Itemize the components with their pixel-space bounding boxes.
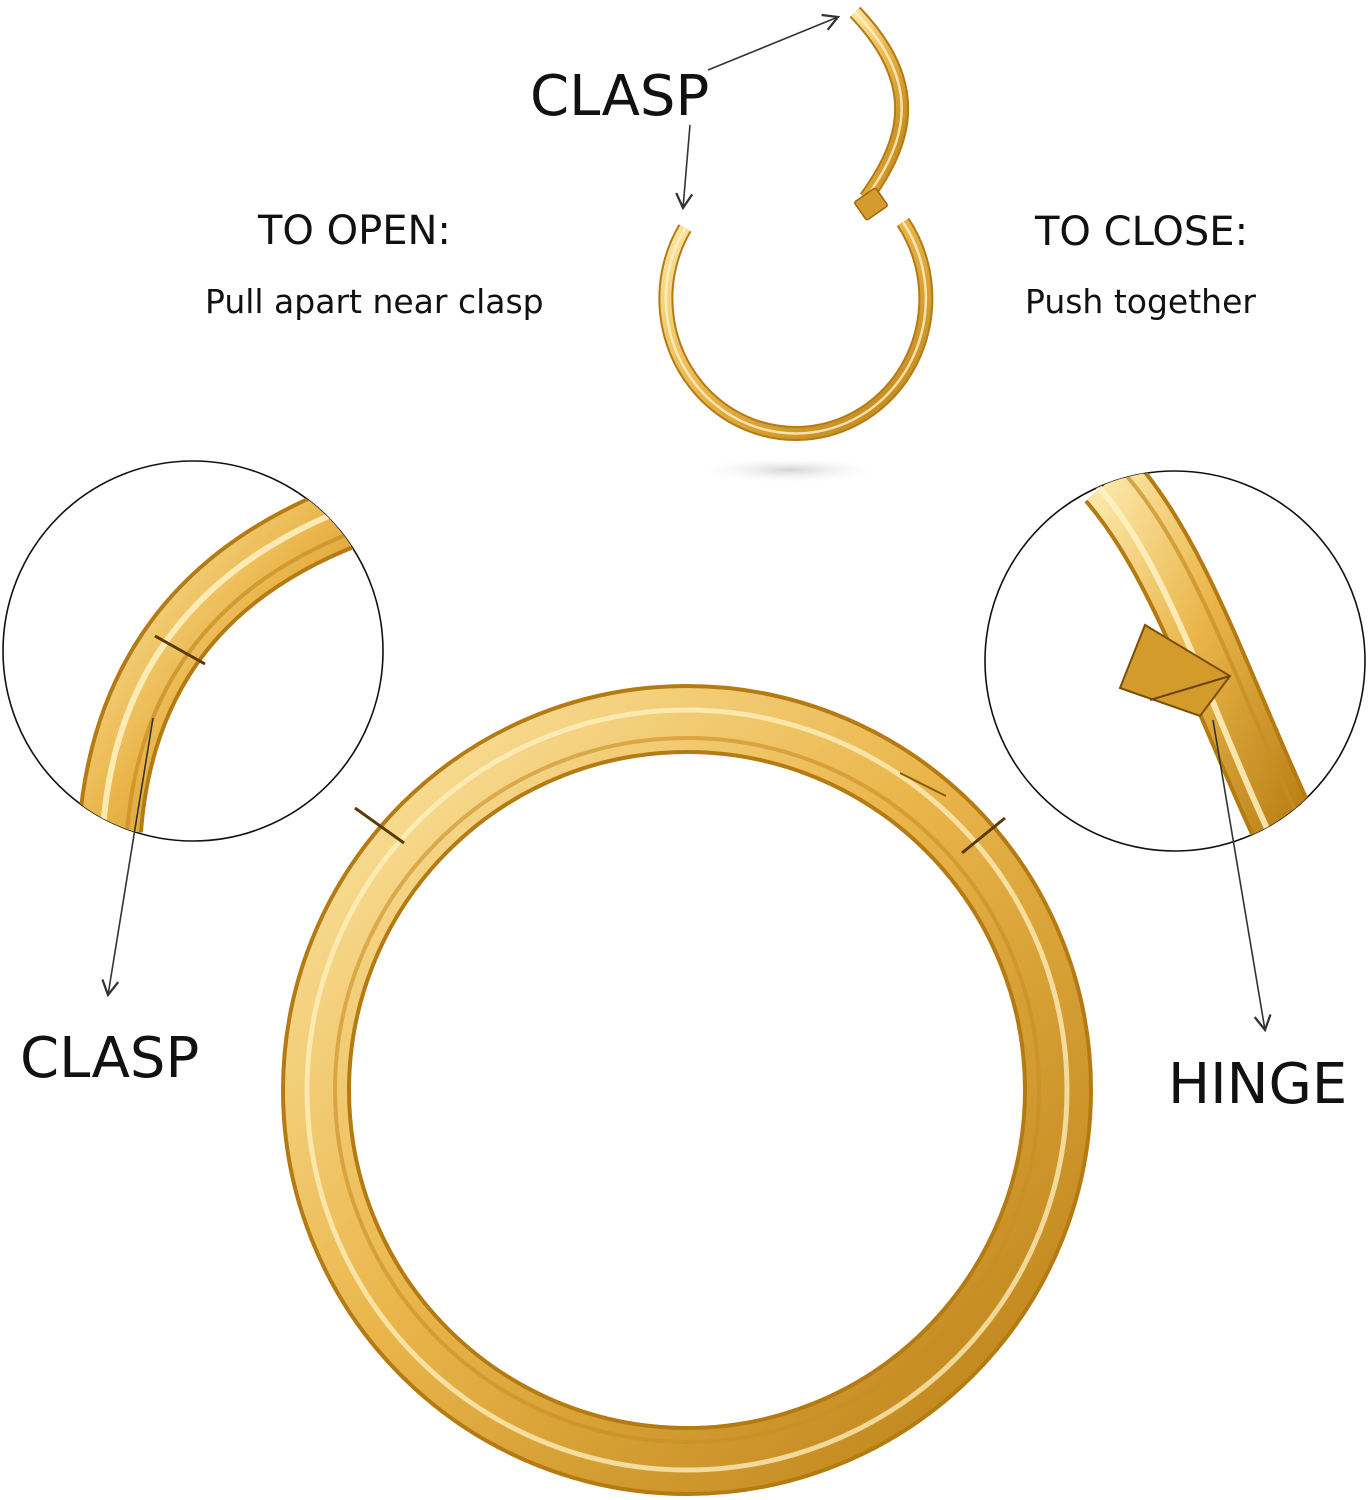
open-instruction: Pull apart near clasp	[205, 282, 544, 321]
open-heading: TO OPEN:	[257, 208, 451, 254]
clasp-top-arrows	[675, 13, 841, 211]
clasp-left-label: CLASP	[20, 1026, 199, 1091]
hinge-right-arrow	[1212, 719, 1272, 1033]
ring-clasp-seam	[354, 806, 405, 845]
large-closed-ring	[281, 684, 1093, 1496]
open-ring-illustration	[658, 6, 934, 484]
close-instruction: Push together	[1025, 282, 1256, 321]
ring-hinge-seam	[961, 816, 1006, 855]
hinge-right-label: HINGE	[1168, 1052, 1347, 1117]
clasp-left-arrow	[101, 717, 154, 998]
clasp-top-label: CLASP	[530, 64, 709, 129]
close-heading: TO CLOSE:	[1034, 209, 1248, 255]
hinge-zoom-circle	[984, 470, 1366, 852]
clasp-zoom-circle	[2, 460, 384, 842]
